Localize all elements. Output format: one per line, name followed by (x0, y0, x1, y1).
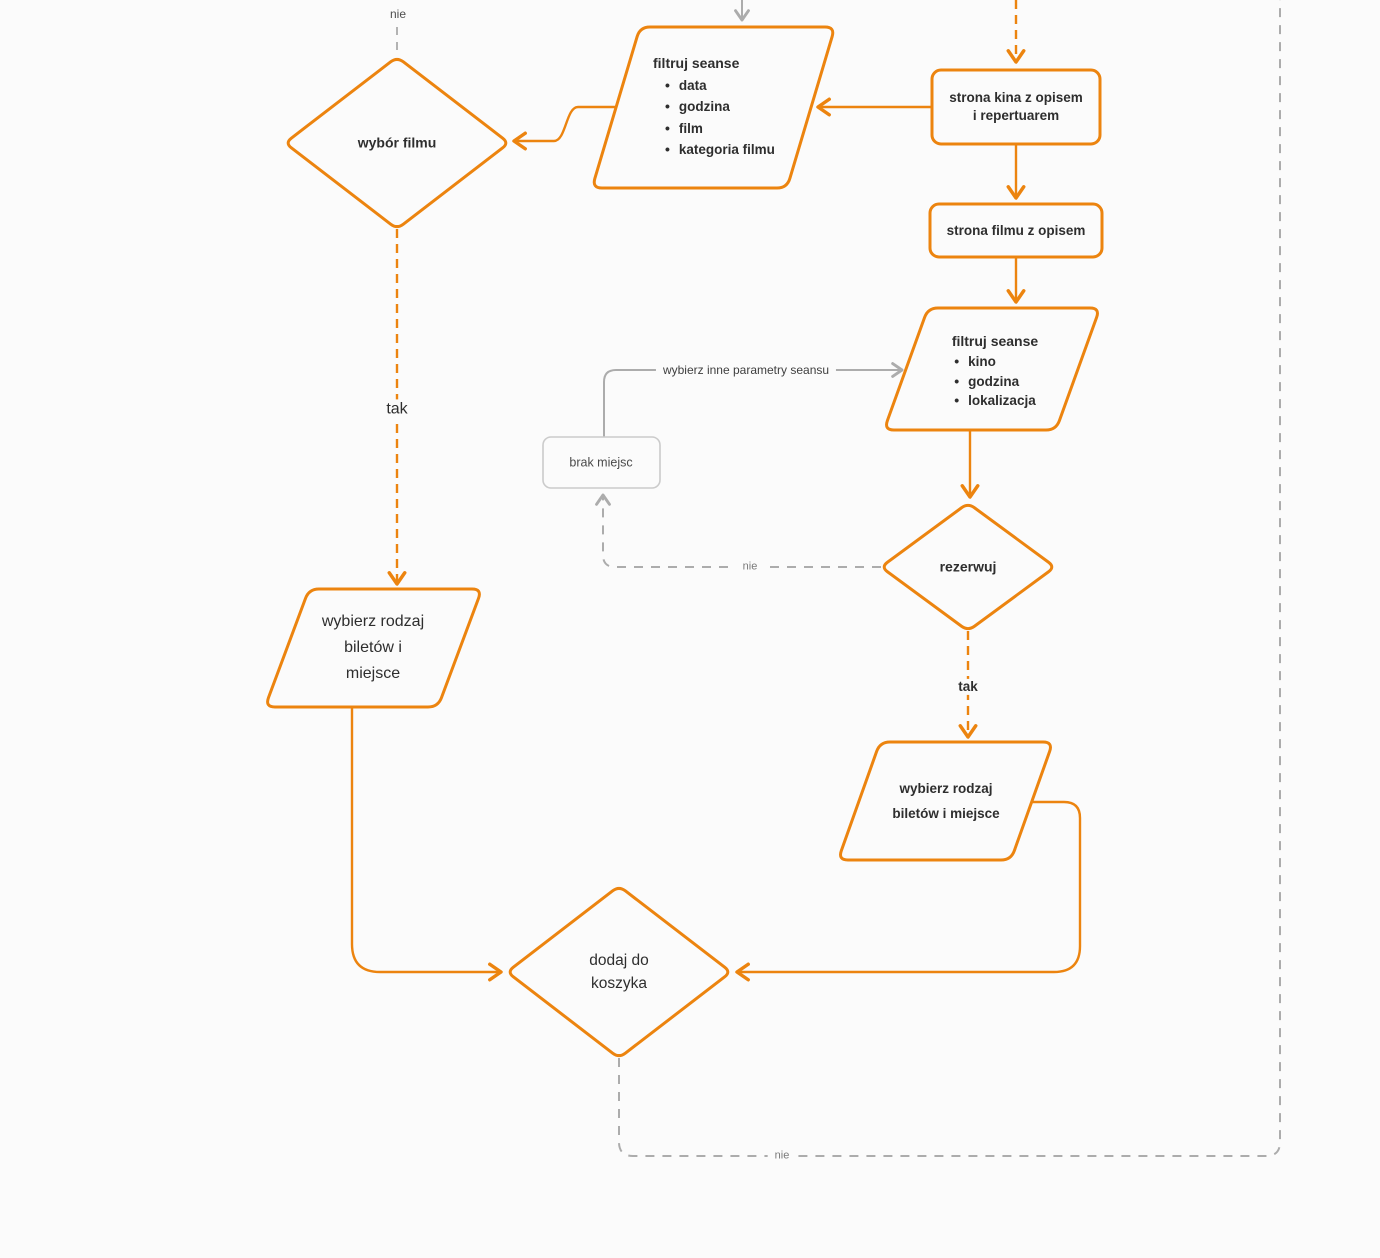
io-label-bilety-prawy: wybierz rodzaj biletów i miejsce (892, 776, 999, 826)
edge-filtruj-to-wybor-filmu (512, 105, 616, 151)
bilety-prawy-line1: wybierz rodzaj (899, 781, 993, 796)
process-shape-strona-filmu (928, 202, 1104, 259)
io-shape-bilety-prawy (839, 740, 1052, 862)
decision-shape-dodaj-koszyka (508, 886, 730, 1058)
bilety-lewy-line2: biletów i (344, 639, 402, 656)
filter-item: lokalizacja (954, 391, 1036, 411)
io-shape-filtruj-prawy (885, 306, 1099, 432)
filter-item: kino (954, 352, 1035, 372)
filter-title: filtruj seanse (653, 55, 740, 71)
filter-title: filtruj seanse (951, 333, 1039, 349)
edge-label-nie-bottom: nie (767, 1149, 797, 1163)
edge-rezerwuj-nie-to-brak-miejsc (595, 493, 881, 568)
koszyk-line1: dodaj do (589, 952, 649, 969)
bilety-lewy-line3: miejsce (345, 665, 401, 682)
edge-label-nie-middle: nie (735, 560, 765, 574)
bilety-prawy-line2: biletów i miejsce (892, 806, 1000, 821)
decision-label-wybor-filmu: wybór filmu (357, 134, 437, 151)
filter-item-label: data (678, 78, 707, 93)
bullet-icon (665, 139, 670, 160)
process-shape-strona-kina (930, 68, 1102, 146)
bilety-lewy-line1: wybierz rodzaj (321, 613, 425, 630)
filter-list: kino godzina lokalizacja (954, 352, 1036, 411)
strona-kina-line2: i repertuarem (972, 108, 1060, 123)
decision-shape-rezerwuj (882, 503, 1054, 631)
edge-koszyk-nie-loop (618, 0, 1281, 1157)
filter-item-label: godzina (678, 99, 730, 115)
io-shape-filtruj-lewy (592, 25, 835, 190)
io-filtruj-seanse-prawy: filtruj seanse kino godzina lokalizacja (925, 331, 1065, 411)
edge-label-tak-right: tak (951, 678, 985, 696)
process-label-strona-kina: strona kina z opisem i repertuarem (949, 89, 1083, 125)
process-label-strona-filmu: strona filmu z opisem (946, 223, 1086, 238)
strona-kina-line1: strona kina z opisem (949, 90, 1083, 105)
bullet-icon (665, 118, 670, 139)
decision-label-rezerwuj: rezerwuj (939, 558, 997, 575)
filter-item-label: kategoria filmu (678, 142, 775, 158)
bullet-icon (954, 352, 959, 372)
filter-item-label: kino (968, 354, 996, 369)
io-filtruj-seanse-lewy: filtruj seanse data godzina film kategor… (653, 53, 775, 161)
bullet-icon (665, 75, 670, 96)
note-label-brak-miejsc: brak miejsc (569, 455, 633, 470)
filter-item: film (665, 118, 775, 139)
filter-item-label: godzina (968, 373, 1020, 389)
filter-item: godzina (954, 372, 1035, 392)
io-label-bilety-lewy: wybierz rodzaj biletów i miejsce (322, 609, 424, 687)
edge-label-tak-left: tak (379, 399, 415, 419)
filter-item-label: lokalizacja (968, 393, 1036, 408)
decision-shape-wybor-filmu (286, 57, 508, 229)
edge-label-nie-top: nie (382, 6, 414, 22)
edge-brak-miejsc-to-filtruj (603, 362, 904, 437)
filter-item: kategoria filmu (665, 139, 775, 160)
filter-item-label: film (678, 120, 703, 136)
decision-label-dodaj-koszyka: dodaj do koszyka (589, 949, 648, 995)
io-shape-bilety-lewy (266, 587, 481, 709)
bullet-icon (954, 391, 959, 411)
filter-list: data godzina film kategoria filmu (665, 75, 775, 161)
bullet-icon (665, 96, 670, 117)
bullet-icon (954, 372, 959, 392)
edge-bilety-prawy-to-koszyk (735, 800, 1082, 982)
filter-item: data (665, 75, 775, 96)
edge-label-inne-parametry: wybierz inne parametry seansu (655, 362, 837, 378)
koszyk-line2: koszyka (590, 975, 647, 992)
edge-bilety-lewy-to-koszyk (350, 707, 503, 982)
note-shape-brak-miejsc (542, 436, 661, 489)
filter-item: godzina (665, 96, 775, 117)
